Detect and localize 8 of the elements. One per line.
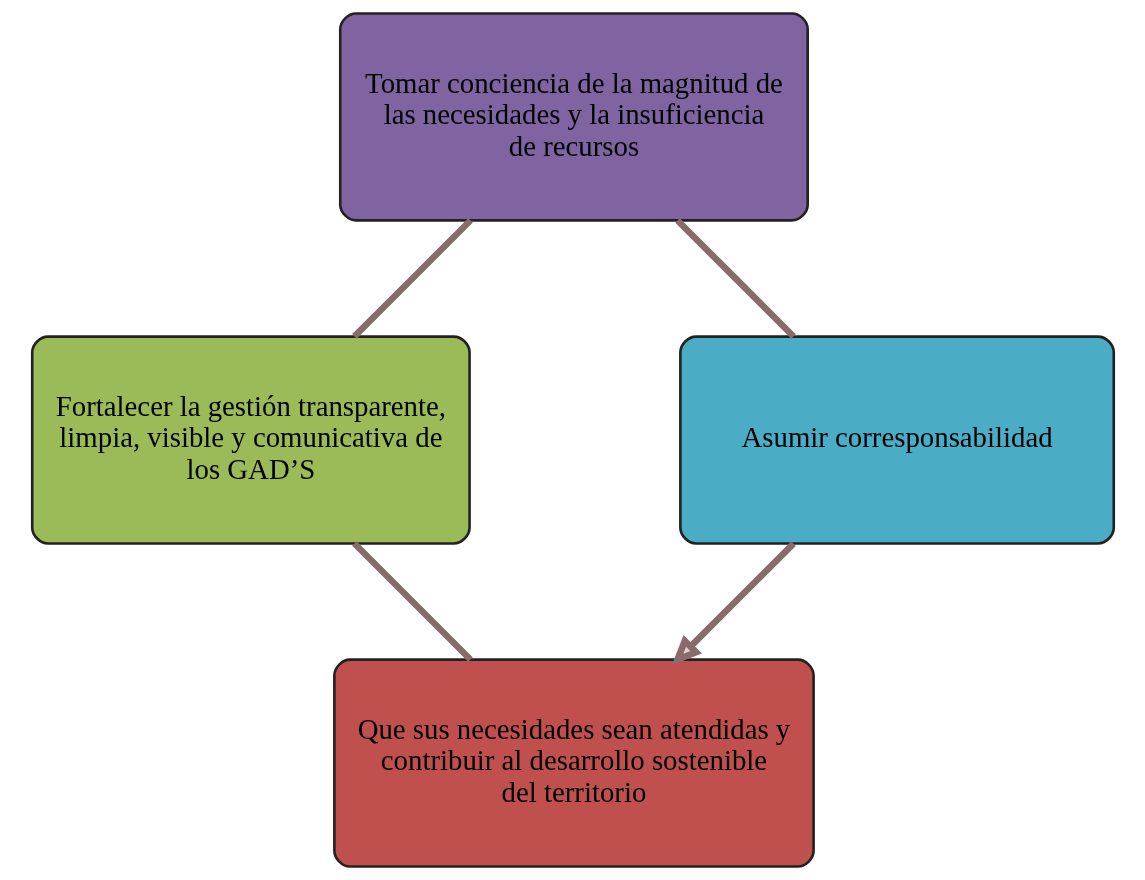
arrow	[671, 541, 796, 666]
node-box: Que sus necesidades sean atendidas y contribuir al desarrollo sostenible del territorio	[332, 658, 815, 868]
node-box: Fortalecer la gestión transparente, limpia, visible y comunicativa de los GAD’S	[30, 335, 471, 545]
node-box: Tomar conciencia de la magnitud de las necesidades y la insuficiencia de recursos	[338, 12, 809, 222]
connector	[351, 218, 473, 339]
connector	[674, 218, 796, 339]
node-box: Asumir corresponsabilidad	[678, 335, 1115, 545]
connector	[351, 541, 473, 662]
